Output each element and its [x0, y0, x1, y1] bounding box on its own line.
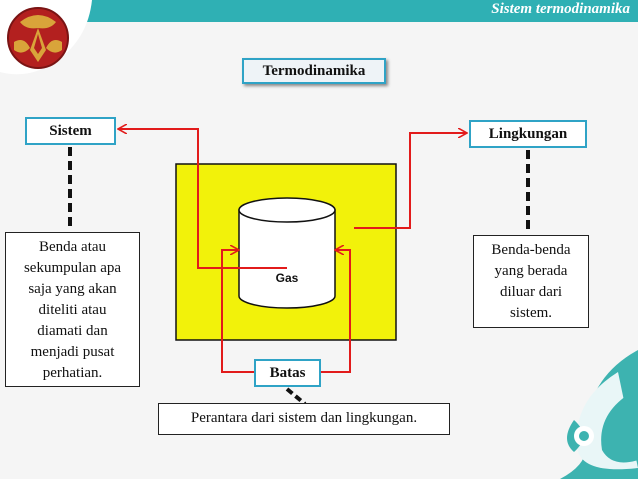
batas-description: Perantara dari sistem dan lingkungan.	[158, 403, 450, 435]
batas-connector	[285, 387, 307, 406]
batas-to-left-arrow	[221, 250, 254, 373]
header-title: Sistem termodinamika	[491, 1, 630, 17]
gas-cylinder	[238, 197, 336, 309]
corner-swirl-decoration-icon	[560, 350, 638, 479]
sistem-description-line: menjadi pusat	[30, 344, 115, 360]
lingkungan-description-line: sistem.	[509, 305, 553, 321]
diagram-title: Termodinamika	[242, 58, 386, 84]
batas-to-right-arrow	[321, 250, 351, 373]
sistem-description-line: diamati dan	[37, 323, 108, 339]
lingkungan-description-line: yang berada	[494, 263, 568, 279]
gas-label: Gas	[275, 271, 299, 285]
sistem-description-line: perhatian.	[42, 365, 103, 381]
sistem-description: Benda atau sekumpulan apa saja yang akan…	[5, 232, 140, 387]
lingkungan-description-line: Benda-benda	[491, 242, 571, 258]
sistem-description-line: Benda atau	[38, 239, 107, 255]
sistem-description-line: sekumpulan apa	[23, 260, 122, 276]
environment-to-lingkungan-arrow	[354, 133, 466, 229]
header-bar: Sistem termodinamika	[0, 0, 638, 22]
lingkungan-description: Benda-benda yang berada diluar dari sist…	[473, 235, 589, 328]
batas-label-box: Batas	[254, 359, 321, 387]
lingkungan-label-box: Lingkungan	[469, 120, 587, 148]
institution-logo-icon	[0, 0, 92, 75]
sistem-label-box: Sistem	[25, 117, 116, 145]
sistem-description-line: saja yang akan	[28, 281, 117, 297]
gas-to-sistem-arrow	[119, 129, 287, 269]
lingkungan-description-line: diluar dari	[499, 284, 563, 300]
sistem-description-line: diteliti atau	[38, 302, 107, 318]
